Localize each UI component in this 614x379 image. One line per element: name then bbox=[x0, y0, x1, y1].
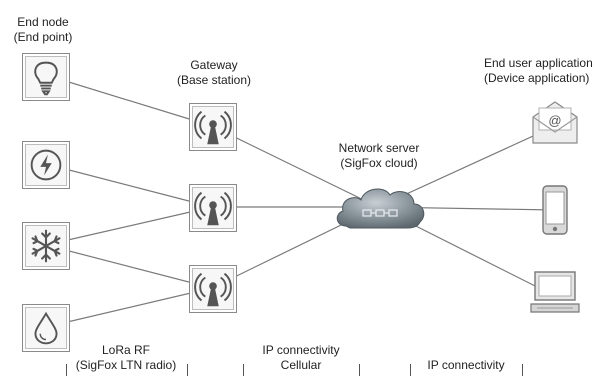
lora-subtitle: (SigFox LTN radio) bbox=[75, 358, 177, 372]
network-server-label: Network server (SigFox cloud) bbox=[327, 141, 431, 171]
link-snow-gw3 bbox=[45, 244, 213, 289]
bracket-tick bbox=[243, 364, 244, 376]
ip-cellular-label: IP connectivity Cellular bbox=[246, 343, 356, 373]
gateway-subtitle: (Base station) bbox=[176, 73, 252, 87]
lightning-icon bbox=[30, 149, 62, 181]
lora-title: LoRa RF bbox=[101, 343, 151, 357]
end-user-subtitle: (Device application) bbox=[484, 71, 590, 85]
end-node-subtitle: (End point) bbox=[13, 30, 73, 44]
end-node-title: End node bbox=[17, 15, 69, 29]
link-bulb-gw1 bbox=[45, 74, 213, 127]
end-user-label: End user application (Device application… bbox=[484, 56, 614, 86]
bracket-tick bbox=[410, 364, 411, 376]
cloud-icon bbox=[336, 188, 425, 229]
laptop-icon bbox=[530, 271, 580, 313]
smartphone-icon bbox=[542, 185, 568, 235]
ip-cellular-subtitle: Cellular bbox=[280, 358, 322, 372]
link-snow-gw2 bbox=[45, 206, 213, 246]
gateway-title: Gateway bbox=[190, 58, 238, 72]
end-node-drop bbox=[22, 304, 70, 352]
link-bolt-gw2 bbox=[45, 163, 213, 208]
lora-label: LoRa RF (SigFox LTN radio) bbox=[64, 343, 188, 373]
gateway-1 bbox=[189, 103, 237, 151]
link-drop-gw3 bbox=[45, 287, 213, 328]
bracket-tick bbox=[359, 364, 360, 376]
ip-cellular-title: IP connectivity bbox=[262, 343, 340, 357]
envelope-icon: @ bbox=[532, 101, 578, 144]
gateway-label: Gateway (Base station) bbox=[168, 58, 260, 88]
gateway-2 bbox=[189, 184, 237, 232]
antenna-icon bbox=[194, 272, 232, 307]
antenna-icon bbox=[194, 110, 232, 145]
bracket-tick bbox=[522, 364, 523, 376]
end-node-snow bbox=[22, 222, 70, 270]
end-node-bulb bbox=[22, 53, 70, 101]
bracket-tick bbox=[66, 364, 67, 376]
snowflake-icon bbox=[31, 229, 61, 263]
gateway-3 bbox=[189, 265, 237, 313]
link-gw1-cloud bbox=[211, 125, 379, 208]
antenna-icon bbox=[194, 191, 232, 226]
network-server-title: Network server bbox=[338, 141, 420, 155]
ip-right-label: IP connectivity bbox=[427, 358, 505, 372]
end-user-title: End user application bbox=[484, 56, 593, 70]
end-node-bolt bbox=[22, 141, 70, 189]
bracket-tick bbox=[187, 364, 188, 376]
lightbulb-icon bbox=[34, 61, 58, 96]
network-server-subtitle: (SigFox cloud) bbox=[340, 156, 418, 170]
svg-text:@: @ bbox=[548, 113, 561, 128]
water-drop-icon bbox=[34, 311, 58, 345]
end-node-label: End node (End point) bbox=[8, 15, 78, 45]
